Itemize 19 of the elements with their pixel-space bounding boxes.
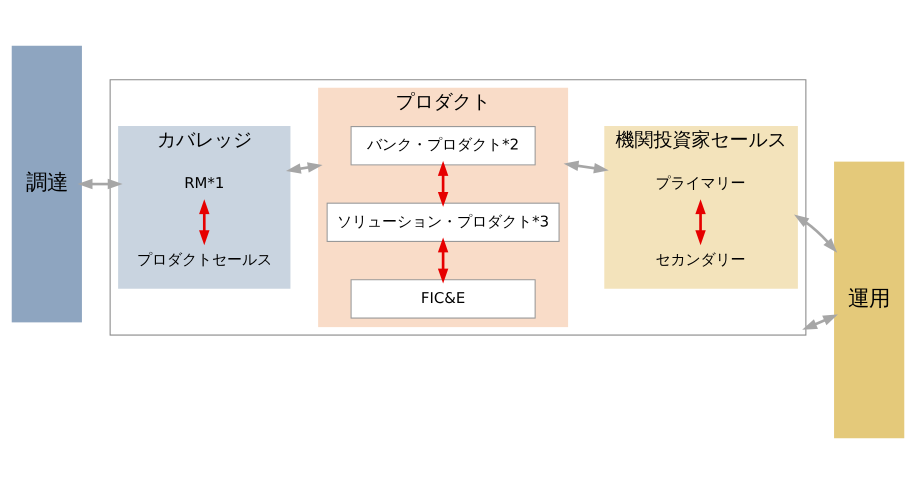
arrow: [438, 160, 448, 207]
arrow: [695, 199, 706, 246]
node-text: プライマリー: [656, 174, 746, 192]
node-text: セカンダリー: [656, 250, 746, 269]
node-text: RM*1: [184, 174, 224, 192]
arrow: [78, 178, 123, 190]
node-box: ソリューション・プロダクト*3: [326, 202, 560, 242]
arrow: [802, 314, 838, 330]
node-box: FIC&E: [350, 279, 536, 319]
arrow: [564, 160, 609, 174]
arrow: [199, 199, 210, 246]
node-box: バンク・プロダクト*2: [350, 126, 536, 166]
node-box: 調達: [12, 46, 82, 322]
arrow: [438, 238, 448, 284]
cluster: [110, 79, 806, 336]
arrow: [794, 214, 838, 253]
arrow: [286, 162, 323, 174]
node-text: プロダクトセールス: [136, 250, 272, 269]
node-box: 運用: [834, 162, 904, 438]
